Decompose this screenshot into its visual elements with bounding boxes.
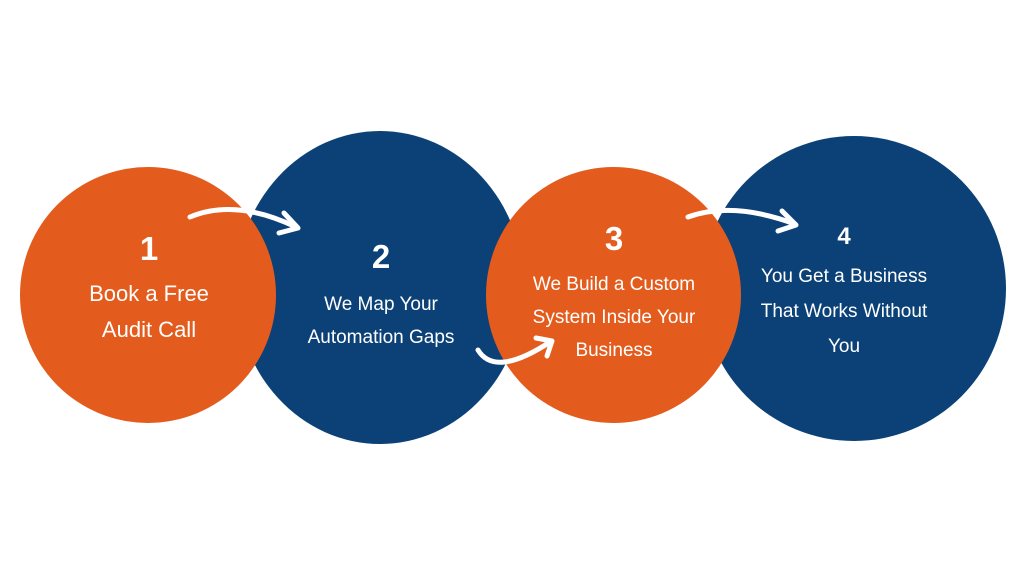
step-2-label: We Map Your Automation Gaps: [307, 294, 455, 348]
step-3-text: 3 We Build a Custom System Inside Your B…: [506, 222, 722, 367]
step-3-label: We Build a Custom System Inside Your Bus…: [532, 274, 696, 361]
step-1-label: Book a Free Audit Call: [89, 281, 209, 342]
step-4-label: You Get a Business That Works Without Yo…: [760, 266, 928, 357]
step-3-number: 3: [604, 220, 624, 257]
step-1-number: 1: [139, 230, 159, 267]
step-1-text: 1 Book a Free Audit Call: [54, 232, 244, 348]
step-4-number: 4: [837, 223, 851, 250]
step-2-circle: [236, 131, 524, 444]
step-2-number: 2: [371, 238, 391, 275]
step-4-text: 4 You Get a Business That Works Without …: [728, 225, 960, 364]
step-2-text: 2 We Map Your Automation Gaps: [276, 240, 486, 354]
step-4-circle: [702, 136, 1006, 441]
